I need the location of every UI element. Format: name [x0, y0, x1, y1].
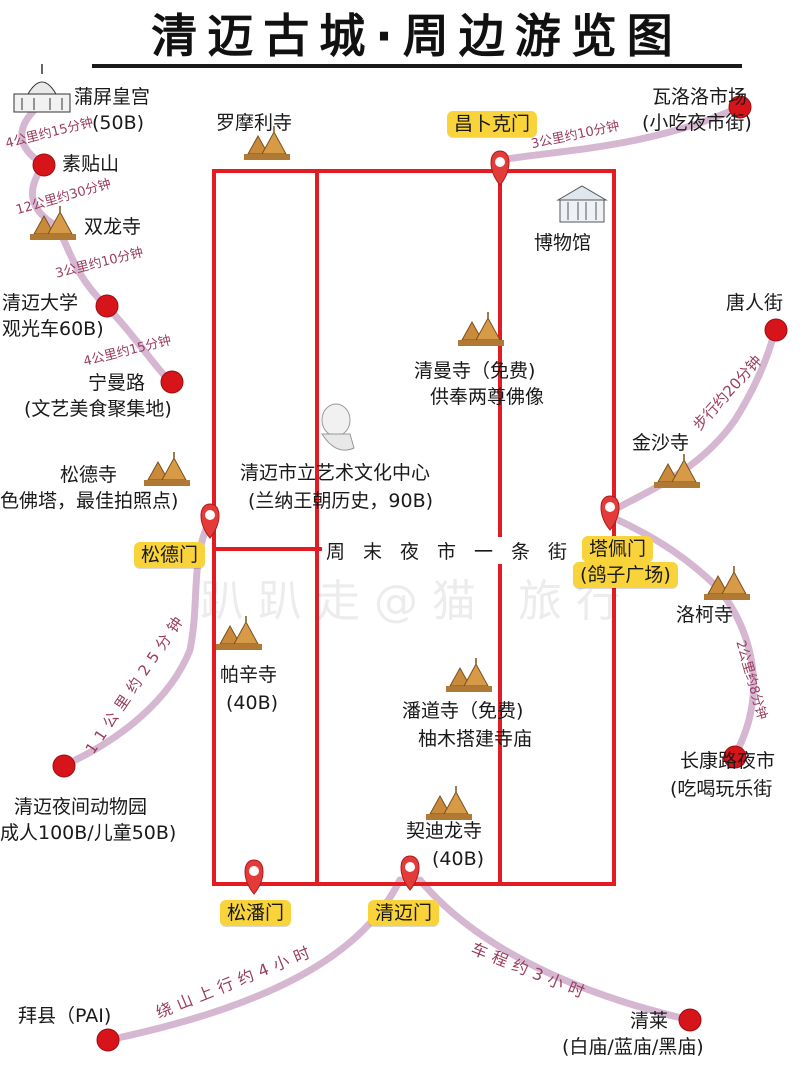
pin-gate-east	[600, 495, 620, 531]
gate-west-label: 松德门	[134, 542, 206, 568]
label-suthep: 素贴山	[62, 153, 120, 175]
pin-gate-southwest	[244, 859, 264, 895]
label-arts-center-sub: (兰纳王朝历史，90B)	[248, 490, 434, 512]
route-chiangrai	[416, 876, 694, 1024]
dot-chinatown	[764, 318, 788, 342]
label-twin-dragon: 双龙寺	[84, 216, 142, 238]
label-changklan-sub: (吃喝玩乐街	[670, 778, 773, 800]
dot-zoo	[52, 754, 76, 778]
label-warorot: 瓦洛洛市场	[652, 86, 748, 108]
old-city-walls	[212, 169, 616, 886]
label-zoo: 清迈夜间动物园	[14, 796, 148, 818]
location-dots	[32, 95, 788, 1052]
label-chiangrai-sub: (白庙/蓝庙/黑庙)	[562, 1036, 704, 1058]
temple-icon-phrasing	[215, 615, 263, 651]
label-nimman-sub: (文艺美食聚集地)	[24, 398, 172, 420]
label-luoke: 洛柯寺	[676, 604, 734, 626]
dot-pai	[96, 1028, 120, 1052]
temple-icon-chedi-luang	[425, 785, 473, 821]
label-chiangman: 清曼寺（免费)	[414, 360, 536, 382]
gate-north-label: 昌卜克门	[447, 111, 538, 137]
label-arts-center: 清迈市立艺术文化中心	[240, 462, 431, 484]
label-museum: 博物馆	[534, 232, 592, 254]
dot-chiangrai	[678, 1008, 702, 1032]
museum-icon	[556, 185, 608, 223]
label-chedi-luang: 契迪龙寺	[406, 820, 483, 842]
label-chiangman-sub: 供奉两尊佛像	[430, 386, 545, 408]
label-lomoli: 罗摩利寺	[216, 112, 293, 134]
label-phrasing: 帕辛寺	[220, 664, 278, 686]
gate-south-label: 清迈门	[368, 900, 440, 926]
watermark: 趴趴走@猫 旅行	[200, 576, 634, 627]
city-wall-outline	[212, 169, 616, 886]
label-pantao: 潘道寺（免费)	[402, 700, 524, 722]
label-nimman: 宁曼路	[88, 372, 146, 394]
label-palace: 蒲屏皇宫	[74, 86, 151, 108]
dot-warorot	[728, 95, 752, 119]
dot-suthep	[32, 153, 56, 177]
route-warorot	[496, 103, 744, 164]
dot-changklan	[723, 745, 747, 769]
weekend-walking-street-label: 周末夜市一条街	[322, 537, 590, 564]
label-suandok-sub: 色佛塔，最佳拍照点)	[0, 490, 179, 512]
label-zoo-sub: 成人100B/儿童50B)	[0, 822, 177, 844]
temple-icon-pantao	[445, 657, 493, 693]
statue-bust-icon	[321, 403, 355, 451]
palace-icon	[13, 64, 71, 113]
dot-nimman	[160, 370, 184, 394]
label-cmu: 清迈大学	[2, 292, 79, 314]
gate-east-label: 塔佩门	[582, 536, 654, 562]
temple-icon-chiangman	[457, 311, 505, 347]
label-warorot-sub: (小吃夜市街)	[642, 112, 752, 134]
temple-icon-suandok	[143, 451, 191, 487]
label-suandok: 松德寺	[60, 464, 118, 486]
dot-cmu	[95, 294, 119, 318]
gate-southwest-label: 松潘门	[220, 900, 292, 926]
label-chinatown: 唐人街	[726, 292, 784, 314]
gate-east-sub-label: (鸽子广场)	[573, 562, 678, 588]
label-phrasing-price: (40B)	[226, 692, 279, 714]
label-cmu-sub: 观光车60B)	[2, 318, 104, 340]
map-title-banner: 清迈古城·周边游览图	[92, 8, 742, 68]
label-pantao-sub: 柚木搭建寺庙	[418, 728, 533, 750]
pin-gate-north	[490, 150, 510, 186]
label-palace-price: (50B)	[92, 112, 145, 134]
label-changklan: 长康路夜市	[680, 750, 776, 772]
label-pai: 拜县（PAI)	[18, 1005, 112, 1027]
map-title: 清迈古城·周边游览图	[151, 9, 683, 63]
route-chinatown	[606, 326, 779, 516]
label-chiangrai: 清莱	[630, 1010, 669, 1032]
label-chedi-luang-price: (40B)	[432, 848, 485, 870]
label-jinsha: 金沙寺	[632, 432, 690, 454]
